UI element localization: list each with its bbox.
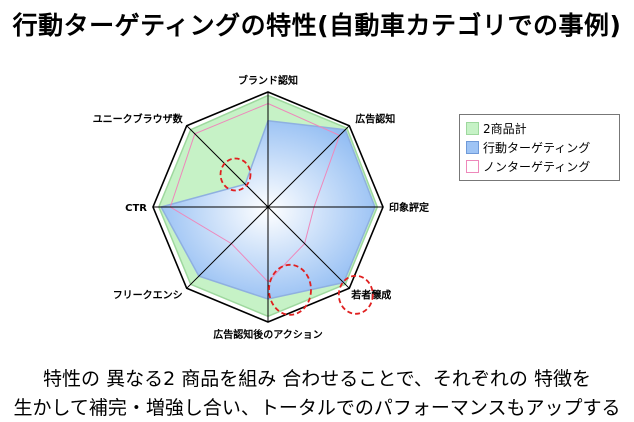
radar-axis-line xyxy=(267,125,350,208)
legend-swatch xyxy=(466,160,479,173)
caption-line-1: 特性の 異なる2 商品を組み 合わせることで、それぞれの 特徴を xyxy=(43,368,591,390)
radar-axis-line xyxy=(186,206,269,289)
axis-label: ブランド認知 xyxy=(238,74,298,87)
axis-label: フリークエンシ xyxy=(113,289,183,301)
highlight-circle xyxy=(268,263,312,316)
axis-label: 広告認知 xyxy=(355,113,395,126)
chart-legend: 2商品計 行動ターゲティング ノンターゲティング xyxy=(459,114,620,181)
chart-title: 行動ターゲティングの特性(自動車カテゴリでの事例) xyxy=(12,11,622,40)
highlight-circle xyxy=(337,274,374,315)
highlight-circle xyxy=(219,157,252,192)
legend-item: ノンターゲティング xyxy=(466,157,613,176)
legend-swatch xyxy=(466,122,479,135)
axis-label: 若者醸成 xyxy=(350,288,391,301)
legend-item: 2商品計 xyxy=(466,119,613,138)
axis-label: CTR xyxy=(125,203,147,214)
legend-swatch xyxy=(466,141,479,154)
axis-label: 印象評定 xyxy=(389,201,429,214)
axis-label: 広告認知後のアクション xyxy=(213,328,323,341)
axis-label: ユニークブラウザ数 xyxy=(93,113,184,126)
radar-axis-line xyxy=(267,206,350,289)
caption-line-2: 生かして補完・増強し合い、トータルでのパフォーマンスもアップする xyxy=(13,397,621,419)
radar-axis-line xyxy=(186,125,269,208)
legend-label: 2商品計 xyxy=(483,122,527,136)
legend-label: 行動ターゲティング xyxy=(483,141,591,155)
legend-label: ノンターゲティング xyxy=(483,160,591,174)
legend-item: 行動ターゲティング xyxy=(466,138,613,157)
